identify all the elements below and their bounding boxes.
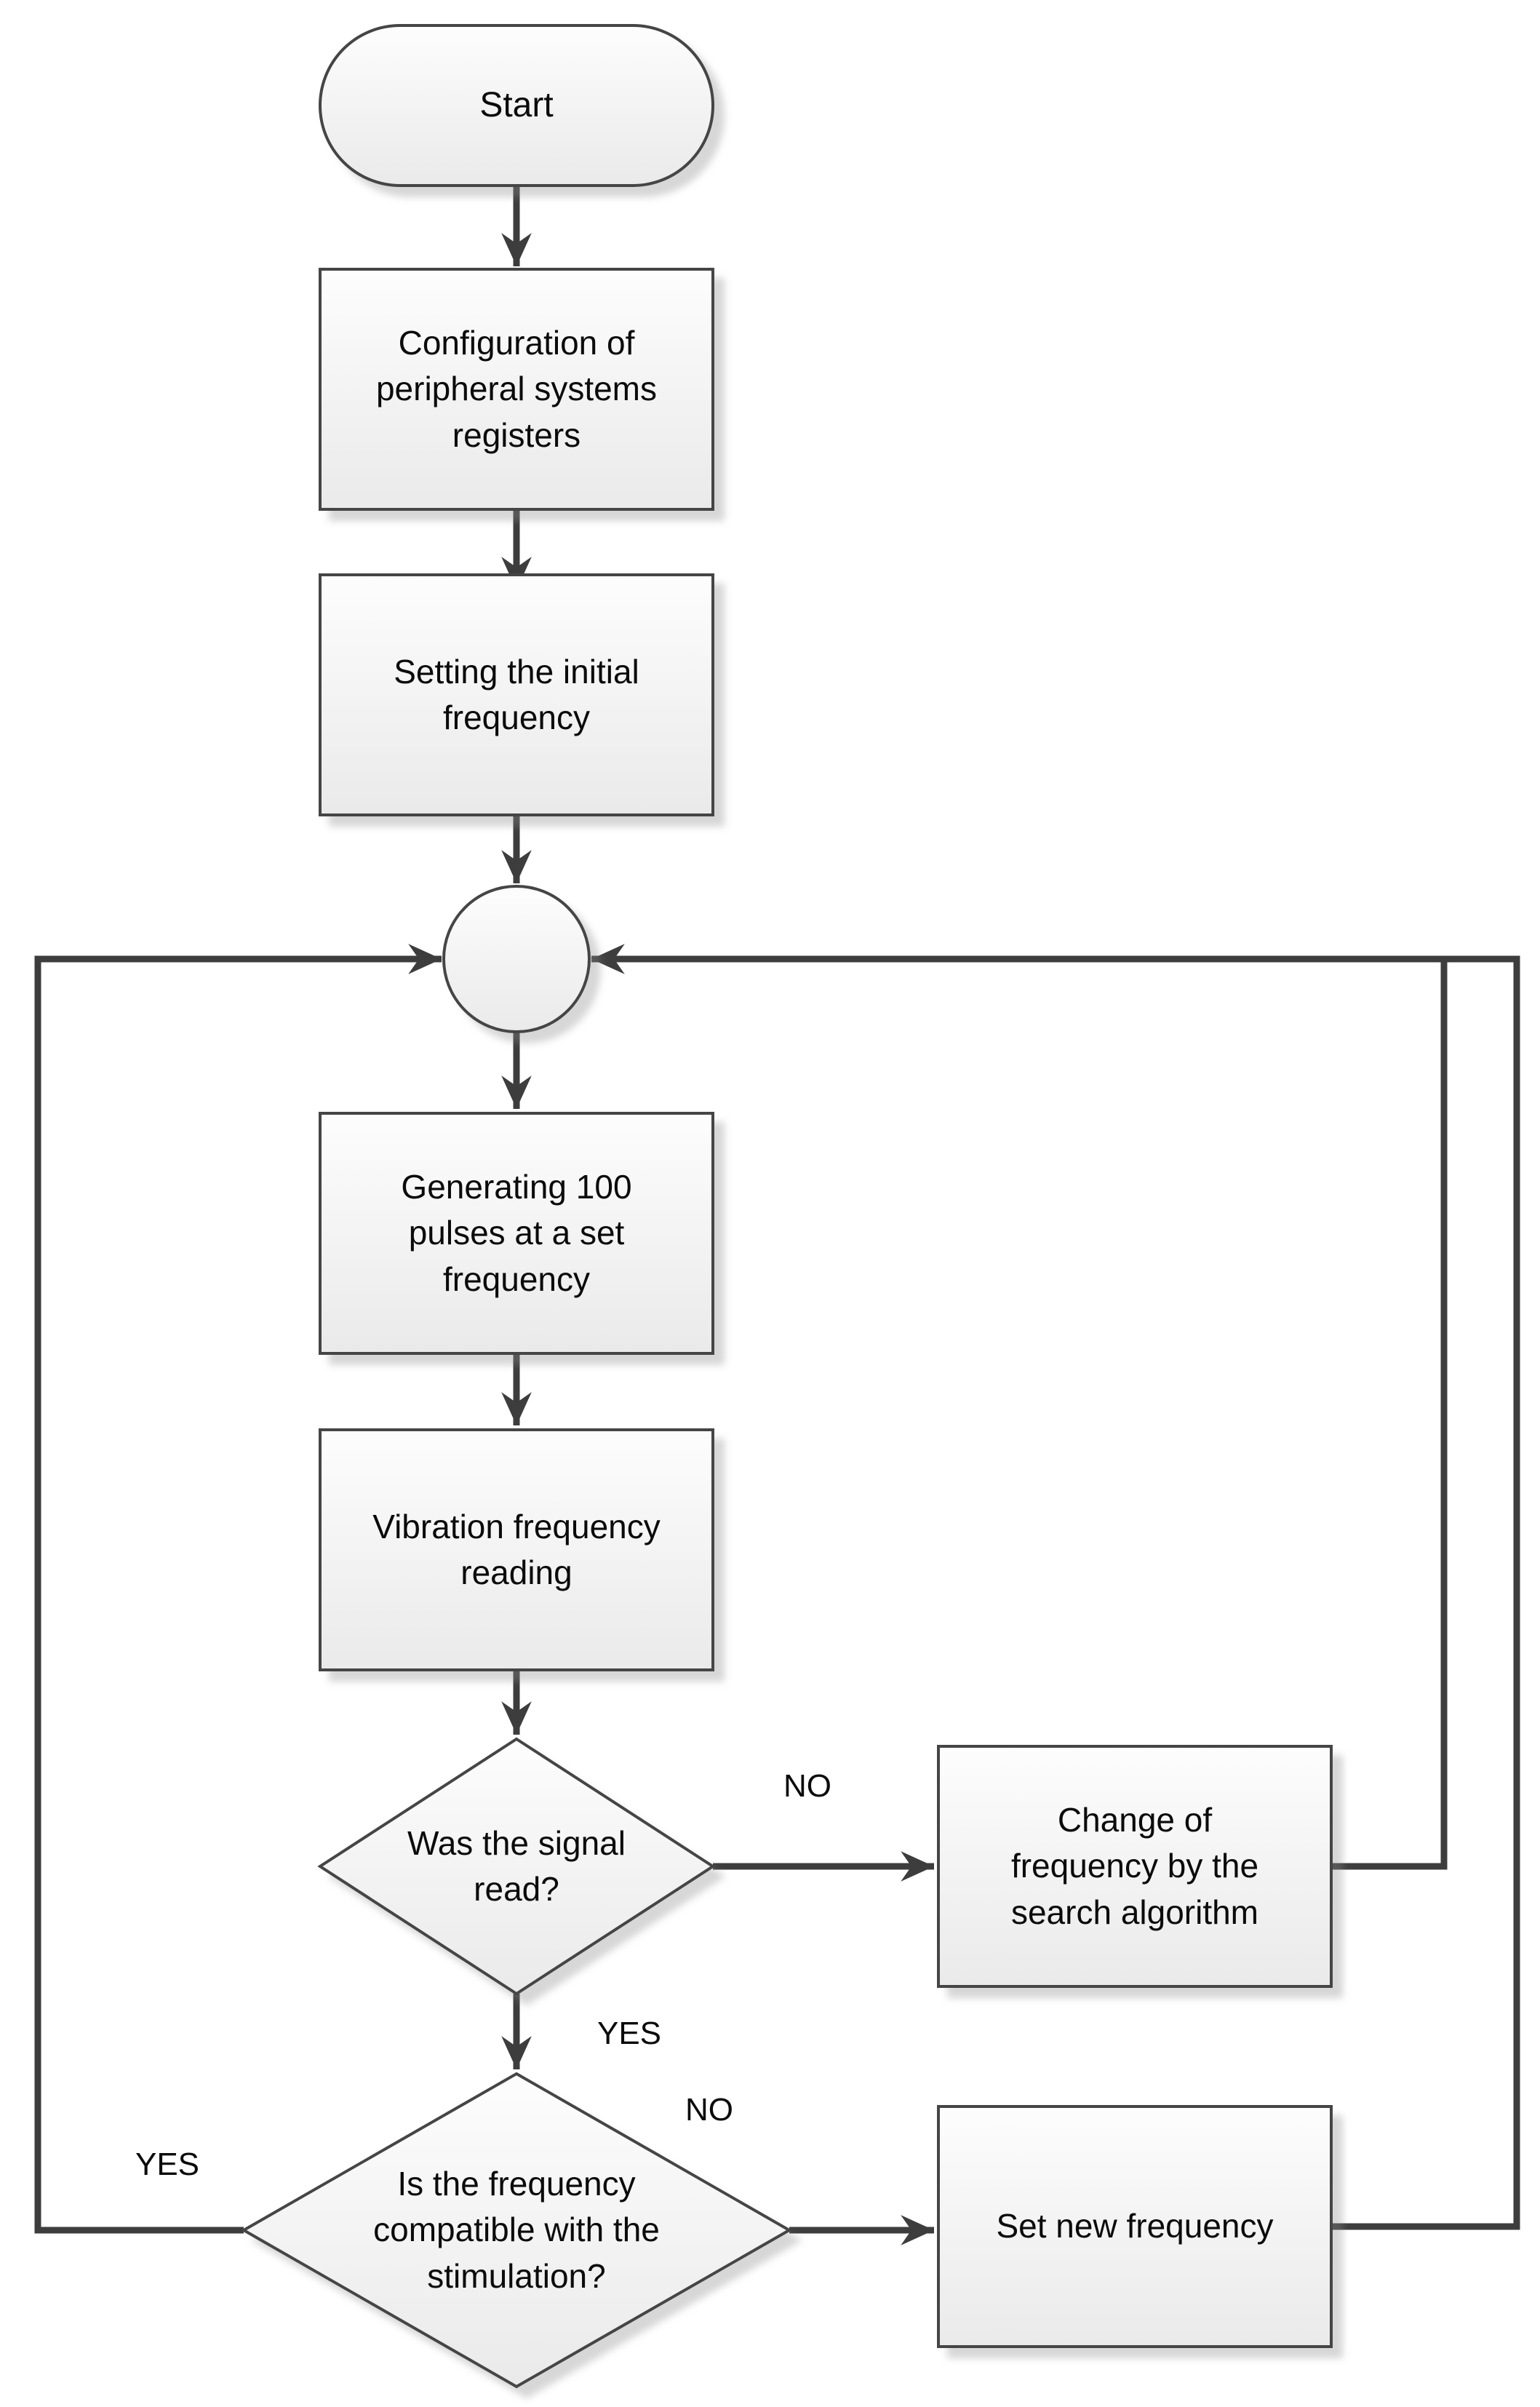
freqcompatible-line-1: Is the frequency xyxy=(397,2164,636,2203)
edge-freqcompatible-yes-loop-to-junction xyxy=(34,944,442,2234)
setinitial-process-shape xyxy=(319,573,714,816)
config-label: Configuration of peripheral systems regi… xyxy=(320,269,713,509)
start-label: Start xyxy=(320,25,713,186)
branch-label-signalread-no: NO xyxy=(783,1768,831,1804)
setnewfreq-process-shape xyxy=(937,2105,1333,2348)
vibration-line-2: reading xyxy=(460,1553,572,1591)
changefreq-line-2: frequency by the xyxy=(1010,1847,1259,1885)
freqcompatible-decision-diamond xyxy=(240,2072,793,2389)
config-line-2: peripheral systems xyxy=(375,370,658,408)
generate-line-3: frequency xyxy=(442,1260,590,1298)
signalread-label: Was the signal read? xyxy=(320,1746,713,1986)
edge-setnewfreq-loop-to-junction xyxy=(591,944,1520,2230)
setnewfreq-label-text: Set new frequency xyxy=(996,2207,1274,2245)
changefreq-process-shape xyxy=(937,1745,1333,1988)
vibration-label: Vibration frequency reading xyxy=(320,1430,713,1670)
start-label-text: Start xyxy=(479,85,554,124)
edge-changefreq-loop-up xyxy=(1331,962,1448,1870)
freqcompatible-line-2: compatible with the xyxy=(373,2211,660,2249)
generate-label: Generating 100 pulses at a set frequency xyxy=(320,1113,713,1353)
config-line-1: Configuration of xyxy=(398,323,635,362)
signalread-line-2: read? xyxy=(474,1870,559,1908)
junction-connector-circle xyxy=(442,885,591,1033)
setinitial-line-1: Setting the initial xyxy=(394,652,639,691)
config-process-shape xyxy=(319,268,714,511)
config-line-3: registers xyxy=(452,415,581,454)
setnewfreq-label: Set new frequency xyxy=(938,2106,1331,2347)
signalread-line-1: Was the signal xyxy=(407,1823,626,1862)
changefreq-line-3: search algorithm xyxy=(1010,1893,1259,1931)
generate-line-1: Generating 100 xyxy=(401,1167,632,1206)
changefreq-line-1: Change of xyxy=(1057,1800,1213,1839)
start-terminator-shape xyxy=(319,24,714,187)
generate-process-shape xyxy=(319,1112,714,1355)
setinitial-line-2: frequency xyxy=(442,699,590,736)
changefreq-label: Change of frequency by the search algori… xyxy=(938,1746,1331,1986)
signalread-decision-diamond xyxy=(317,1737,716,1996)
generate-line-2: pulses at a set xyxy=(408,1214,625,1252)
vibration-process-shape xyxy=(319,1428,714,1671)
freqcompatible-line-3: stimulation? xyxy=(427,2256,606,2295)
vibration-line-1: Vibration frequency xyxy=(372,1507,661,1545)
setinitial-label: Setting the initial frequency xyxy=(320,575,713,815)
branch-label-freqcompatible-yes: YES xyxy=(135,2147,200,2182)
branch-label-signalread-yes: YES xyxy=(597,2016,662,2051)
freqcompatible-label: Is the frequency compatible with the sti… xyxy=(244,2110,789,2350)
branch-label-freqcompatible-no: NO xyxy=(685,2092,733,2128)
